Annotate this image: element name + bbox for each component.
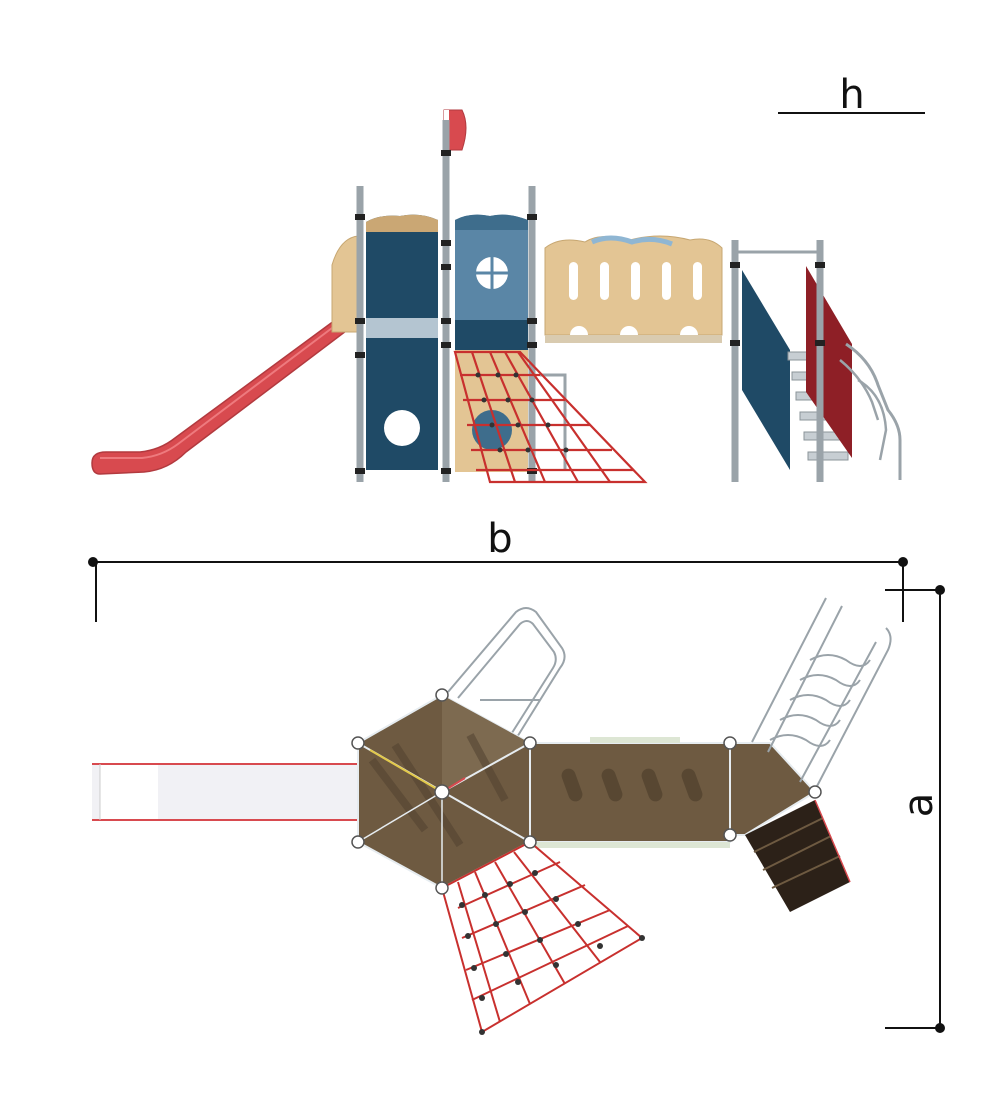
net-knots-elevation <box>475 372 569 453</box>
porthole-navy <box>384 410 420 446</box>
ladder-plan <box>447 607 566 743</box>
support-posts <box>356 120 824 482</box>
stair-tower <box>732 250 902 480</box>
depth-dimension: a <box>885 585 945 1033</box>
stairs-plan <box>751 597 892 791</box>
plan-view: b a <box>88 516 945 1035</box>
width-label: b <box>487 516 512 562</box>
slide-plan <box>92 763 358 821</box>
depth-label: a <box>896 793 942 818</box>
right-deck <box>729 742 817 836</box>
tower-navy-panel <box>366 214 438 470</box>
post-clamps <box>355 150 825 474</box>
elevation-view: h <box>91 72 925 484</box>
slide <box>91 317 352 475</box>
height-label: h <box>839 72 864 118</box>
sand-side-cap <box>331 235 359 333</box>
width-dimension: b <box>88 516 908 622</box>
bridge-deck <box>529 737 731 848</box>
post-markers <box>351 688 822 895</box>
tower-blue-panel <box>455 214 528 350</box>
net-knots-plan <box>459 870 645 1035</box>
height-dimension: h <box>778 72 925 118</box>
bridge-sand-panel <box>544 235 723 343</box>
handrail <box>540 373 567 470</box>
steps-plan <box>745 799 851 912</box>
